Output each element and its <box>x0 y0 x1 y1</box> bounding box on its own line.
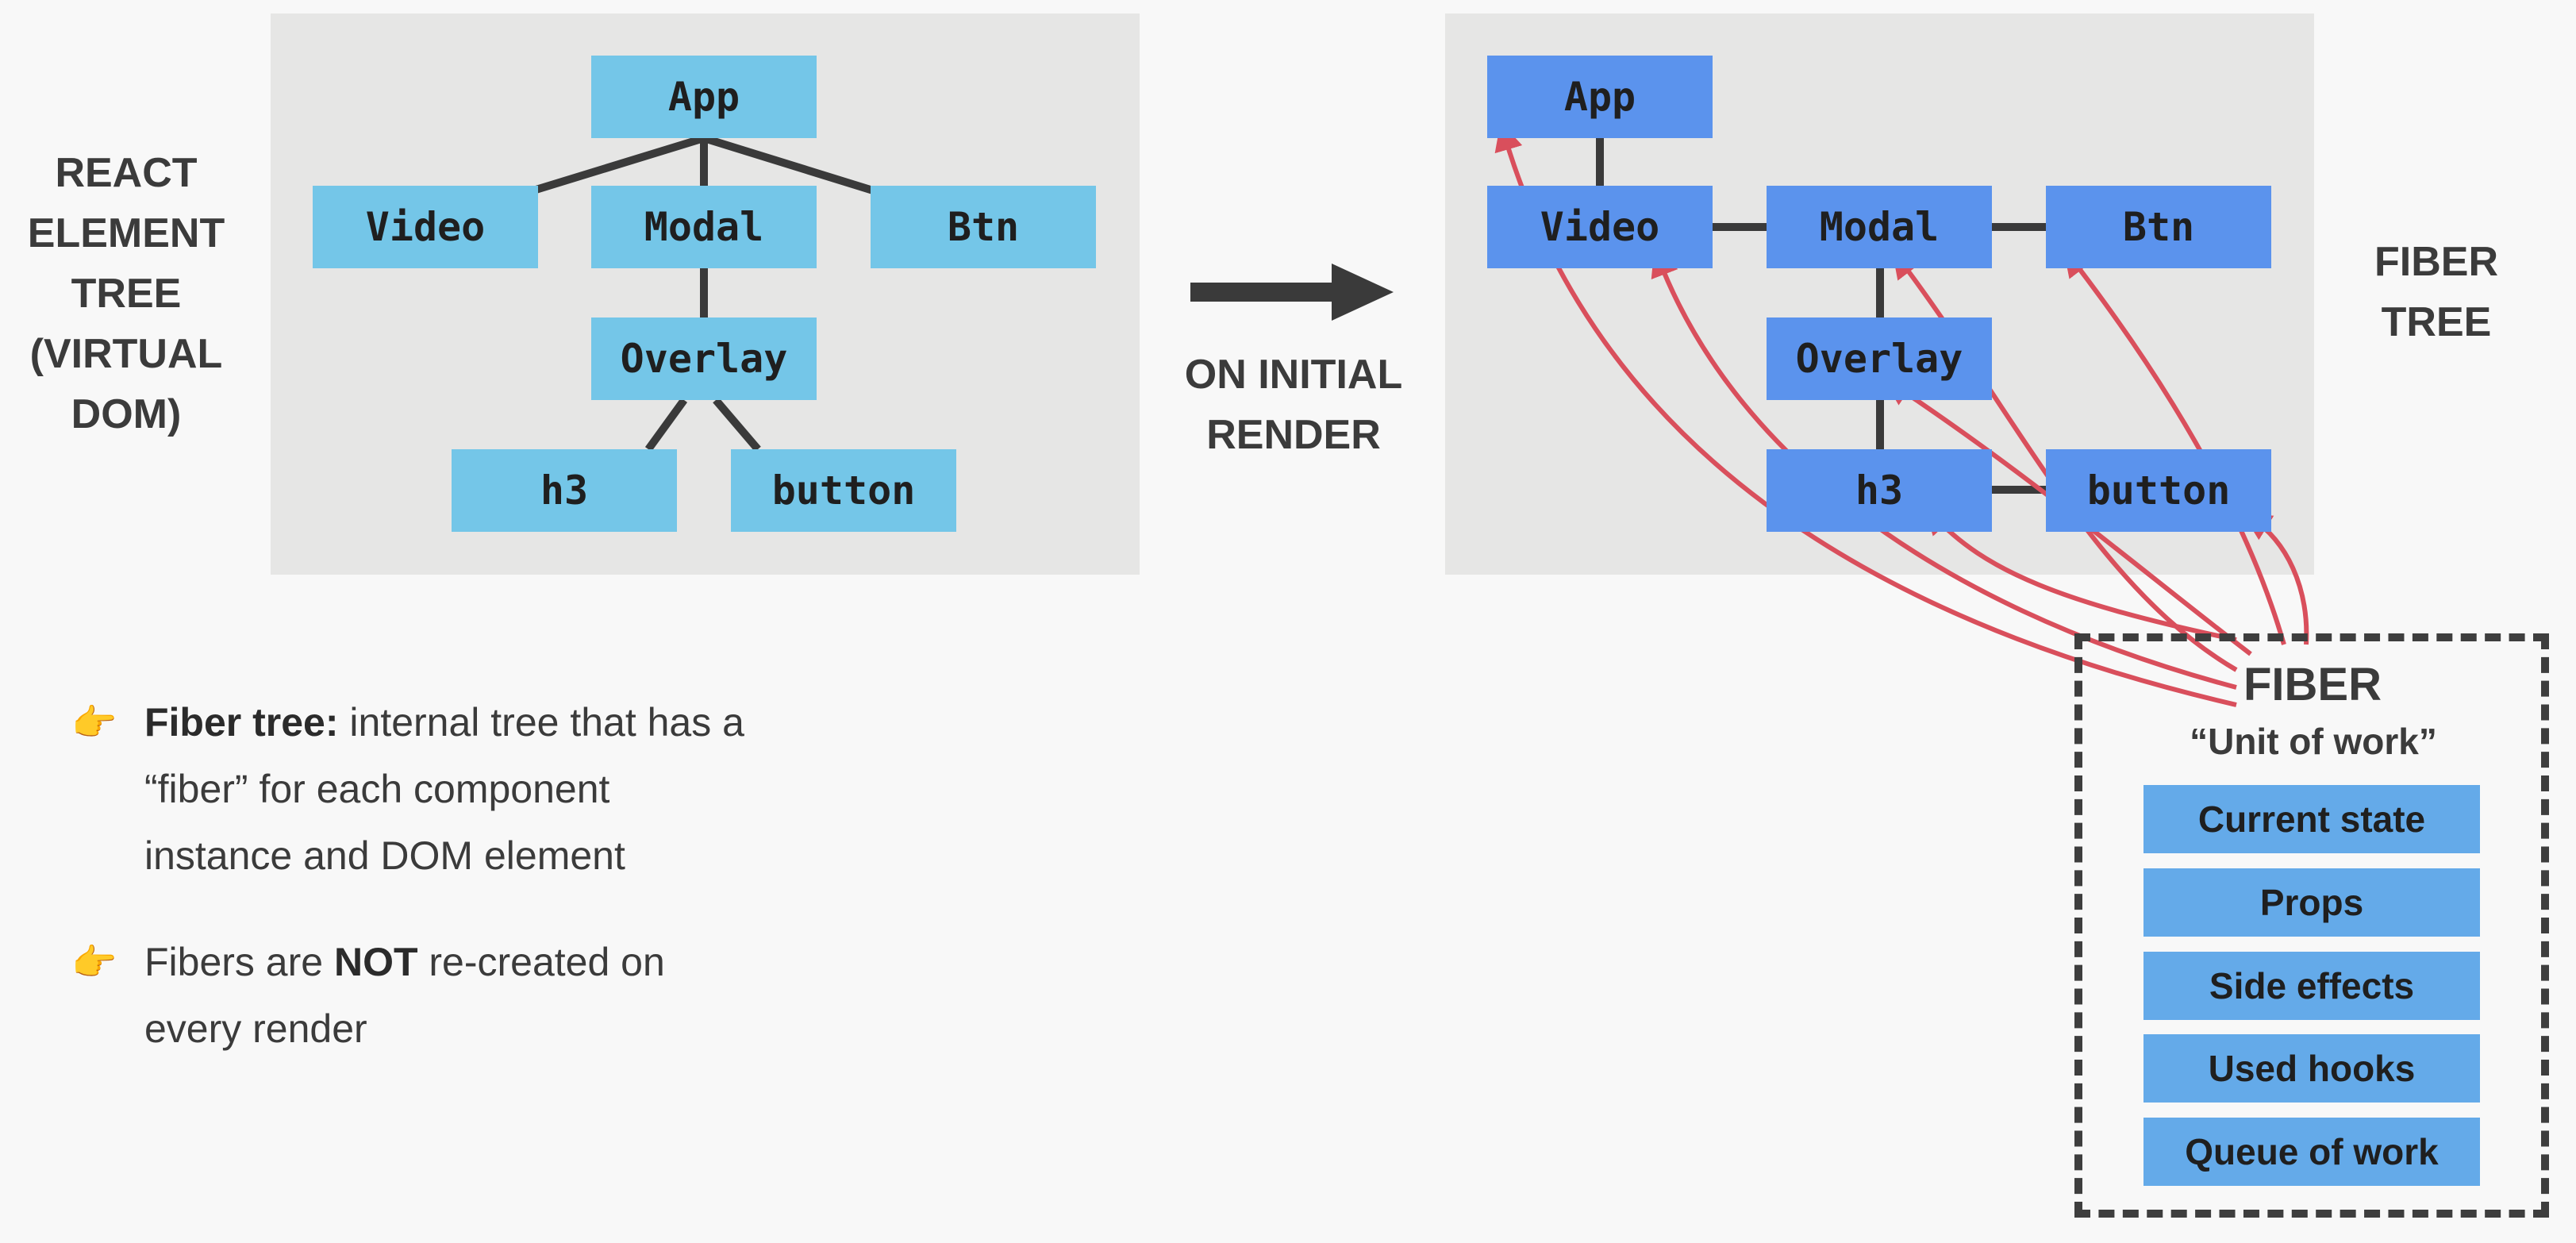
fiber-tree-label: FIBER TREE <box>2374 239 2498 345</box>
element-node-video: Video <box>313 186 538 268</box>
fiber-node-btn: Btn <box>2046 186 2271 268</box>
fiber-node-button: button <box>2046 449 2271 532</box>
fiber-node-modal: Modal <box>1767 186 1992 268</box>
fiber-node-app: App <box>1487 56 1713 138</box>
element-tree-edges <box>532 134 875 452</box>
fiber-tree-edges <box>1596 138 2047 494</box>
fiber-field-queue-of-work: Queue of work <box>2143 1118 2480 1186</box>
pointing-hand-icon: 👉 <box>71 702 117 743</box>
fiber-node-overlay: Overlay <box>1767 317 1992 400</box>
initial-render-arrow <box>1190 264 1394 321</box>
element-tree-label: REACT ELEMENT TREE (VIRTUAL DOM) <box>27 150 225 437</box>
element-node-modal: Modal <box>591 186 817 268</box>
fiber-title: FIBER <box>2243 659 2382 710</box>
fiber-field-props: Props <box>2143 868 2480 937</box>
fiber-node-h3: h3 <box>1767 449 1992 532</box>
element-node-app: App <box>591 56 817 138</box>
fiber-field-side-effects: Side effects <box>2143 952 2480 1020</box>
fiber-node-video: Video <box>1487 186 1713 268</box>
fiber-subtitle: “Unit of work” <box>2190 721 2437 762</box>
element-node-h3: h3 <box>452 449 677 532</box>
pointing-hand-icon: 👉 <box>71 941 117 983</box>
element-node-button: button <box>731 449 956 532</box>
fiber-field-current-state: Current state <box>2143 785 2480 853</box>
fiber-field-used-hooks: Used hooks <box>2143 1034 2480 1103</box>
element-node-overlay: Overlay <box>591 317 817 400</box>
initial-render-label: ON INITIAL RENDER <box>1184 352 1403 458</box>
fiber-unit-box <box>2074 633 2549 1218</box>
element-node-btn: Btn <box>871 186 1096 268</box>
